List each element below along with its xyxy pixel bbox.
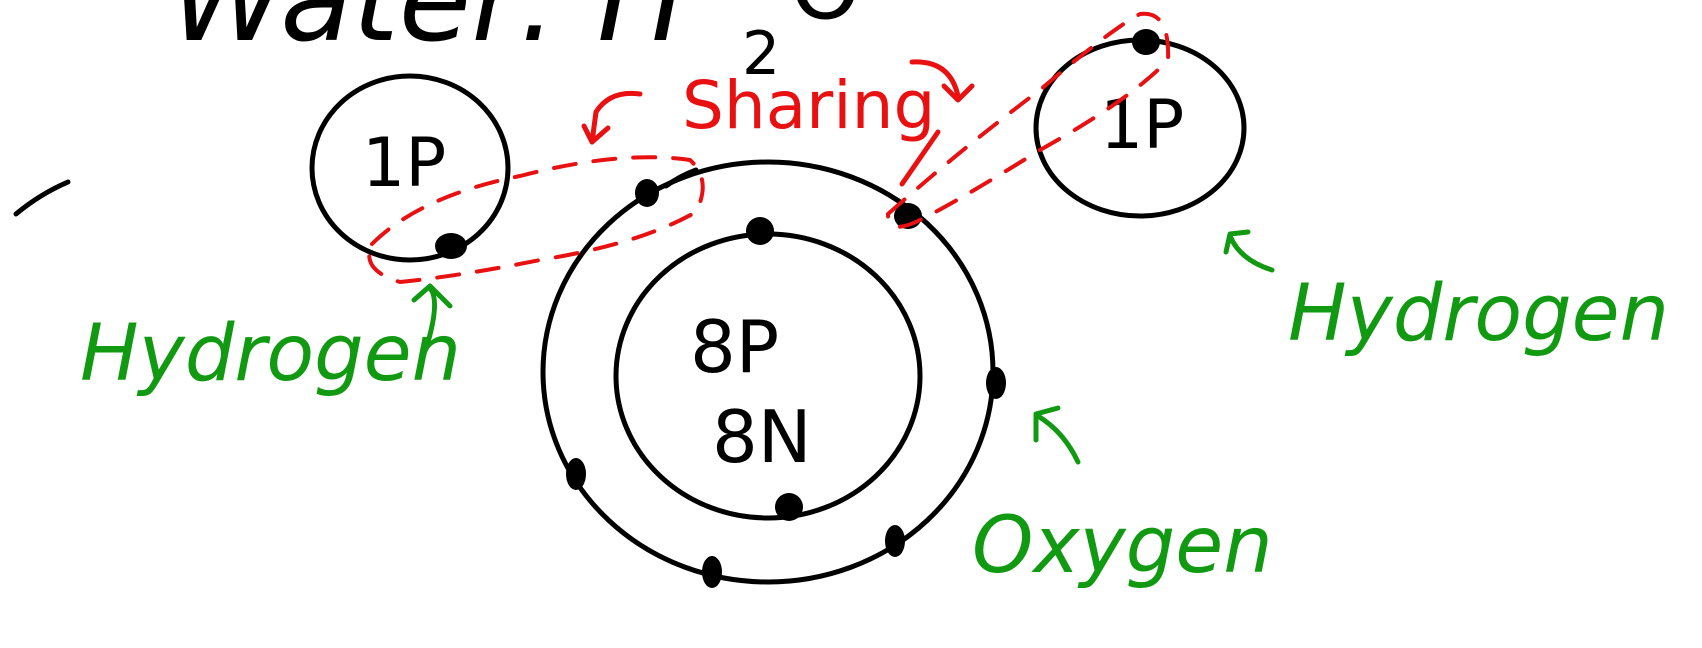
labels: Hydrogen Hydrogen Oxygen <box>80 229 1669 591</box>
oxygen-inner-electron <box>746 217 774 245</box>
oxygen-atom: 8P 8N <box>540 159 1006 588</box>
sharing-arrow-right <box>909 59 961 99</box>
hydrogen-left-label: Hydrogen <box>80 309 461 399</box>
oxygen-outer-electron <box>702 556 722 588</box>
oxygen-arrow <box>1033 405 1081 465</box>
hydrogen-right-atom: 1P <box>1033 29 1247 219</box>
oxygen-nucleus-neutrons: 8N <box>712 395 812 479</box>
oxygen-outer-electron <box>566 458 586 490</box>
right-shared-pair-loop <box>885 11 1171 229</box>
oxygen-outer-electron <box>885 525 905 557</box>
hydrogen-left-shell <box>309 73 511 263</box>
title: Water: H 2 O <box>170 0 861 89</box>
oxygen-outer-electron <box>635 179 659 207</box>
hydrogen-right-arrow <box>1223 229 1275 273</box>
hydrogen-right-label: Hydrogen <box>1288 269 1669 359</box>
title-after: O <box>790 0 861 40</box>
hydrogen-left-electron <box>435 233 467 259</box>
oxygen-label: Oxygen <box>972 501 1273 591</box>
oxygen-outer-electron <box>986 367 1006 399</box>
stray-mark <box>13 179 71 217</box>
oxygen-nucleus-protons: 8P <box>690 305 779 389</box>
sharing-arrow-right-head <box>941 83 975 103</box>
hydrogen-right-electron <box>1132 29 1160 55</box>
title-subscript: 2 <box>742 19 780 89</box>
hydrogen-right-nucleus: 1P <box>1100 86 1184 165</box>
sharing-pointer-line <box>899 129 941 187</box>
sharing-label: Sharing <box>682 67 935 144</box>
hydrogen-left-nucleus: 1P <box>362 124 446 203</box>
sharing-arrow-left <box>589 90 643 145</box>
hydrogen-left-atom: 1P <box>309 73 511 263</box>
sharing-arrow-left-head <box>581 123 611 145</box>
oxygen-shell-tick <box>663 167 699 189</box>
sharing-bonds: Sharing <box>367 11 1171 285</box>
title-text: Water: H <box>170 0 686 68</box>
hydrogen-left-arrow <box>411 283 453 345</box>
oxygen-inner-electron <box>775 493 803 521</box>
